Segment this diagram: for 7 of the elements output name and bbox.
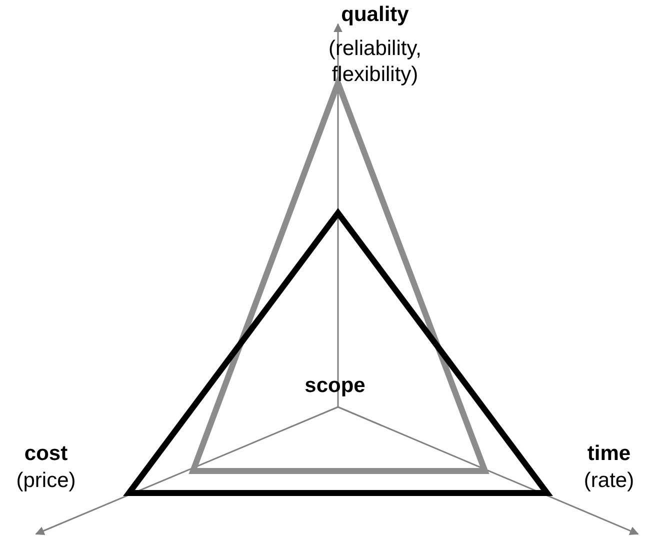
axis-subtitle: (price): [15, 468, 77, 494]
axis-title: time: [586, 441, 632, 467]
axis-title: quality: [340, 2, 410, 28]
axis-title: scope: [304, 373, 366, 399]
axis-subtitle: (reliability, flexibility): [328, 36, 422, 88]
axis-subtitle: (rate): [582, 468, 636, 494]
axis-title: cost: [23, 441, 69, 467]
